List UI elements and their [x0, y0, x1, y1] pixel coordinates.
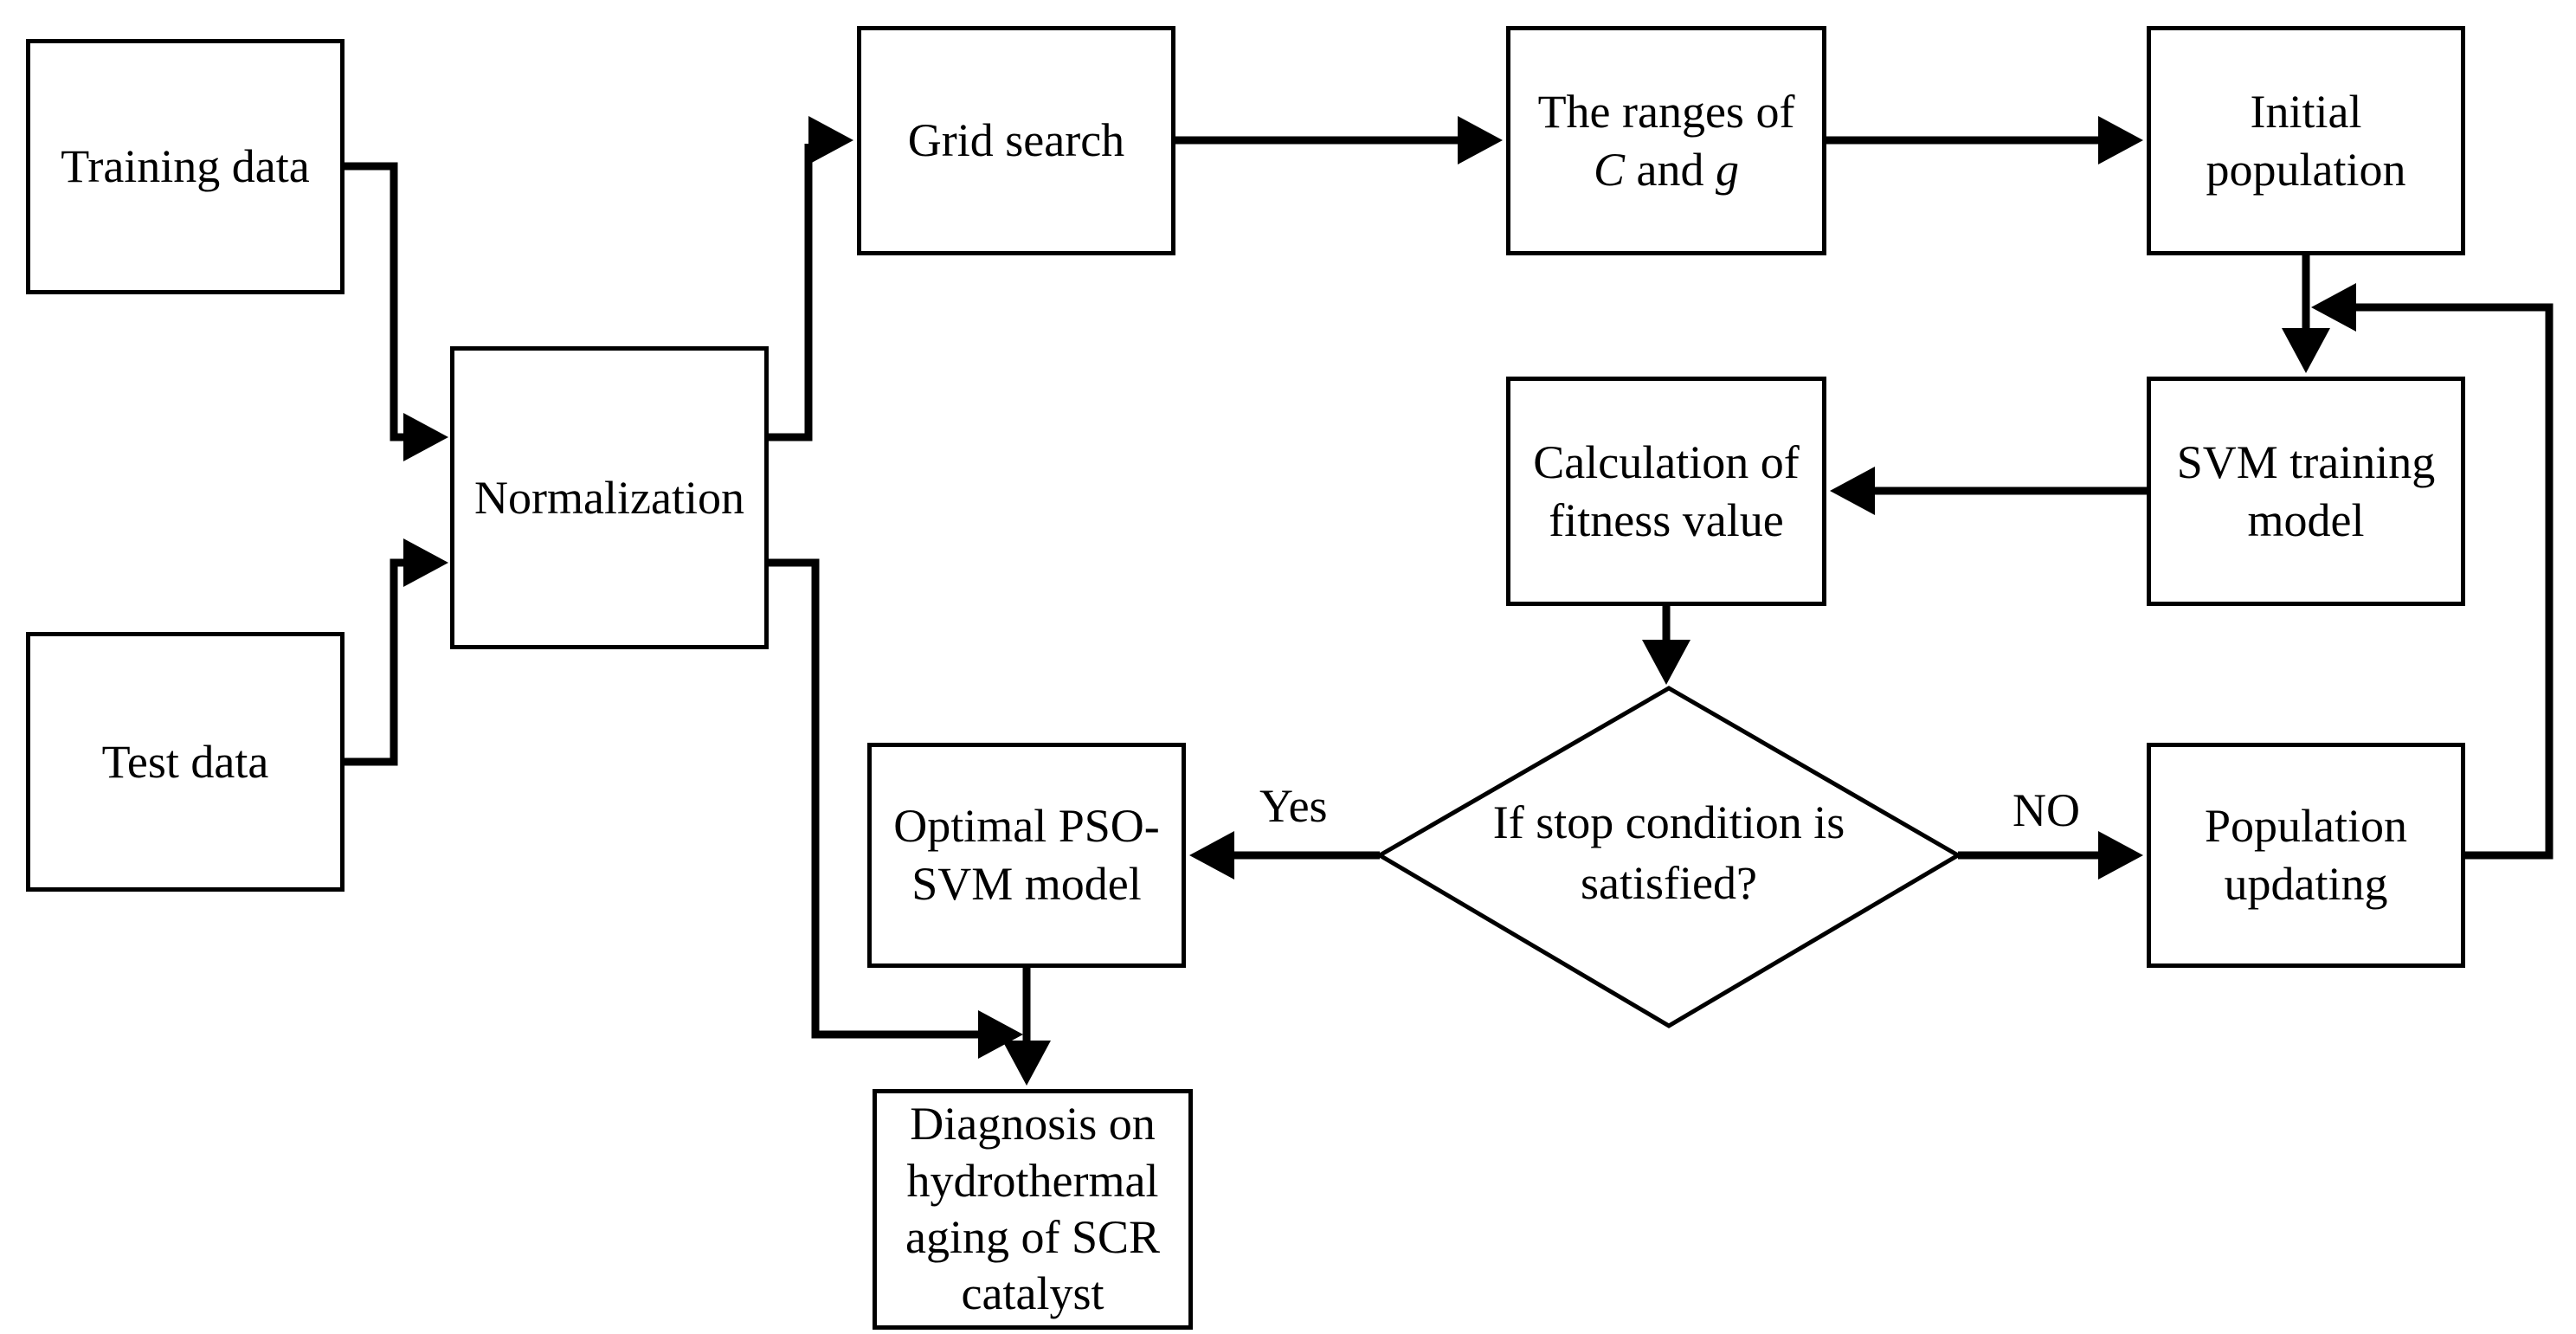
node-label-line2: hydrothermal — [906, 1154, 1159, 1207]
arrowhead — [2311, 283, 2356, 332]
node-label-line2: C and g — [1594, 141, 1739, 199]
arrowhead — [1642, 640, 1690, 685]
connector-grid-search-to-ranges — [1175, 116, 1503, 164]
arrowhead — [978, 1010, 1023, 1059]
node-label: Training data — [61, 140, 310, 193]
node-ranges-of-c-and-g: The ranges of C and g — [1506, 26, 1826, 255]
connector-training-to-normalization — [345, 162, 448, 461]
and-text: and — [1625, 143, 1716, 196]
connector-optimal-to-diagnosis — [1002, 968, 1051, 1086]
connector-fitness-to-decision — [1642, 606, 1690, 685]
arrowhead — [2282, 328, 2330, 373]
arrowhead — [808, 116, 853, 164]
arrowhead — [403, 413, 448, 461]
connector-ranges-to-initial-population — [1826, 116, 2143, 164]
node-population-updating: Population updating — [2147, 743, 2465, 968]
node-normalization: Normalization — [450, 346, 769, 649]
arrowhead — [1189, 831, 1234, 880]
node-label-line2: fitness value — [1549, 493, 1784, 546]
node-initial-population: Initial population — [2147, 26, 2465, 255]
node-label: Test data — [101, 735, 269, 788]
node-training-data: Training data — [26, 39, 345, 294]
connector-decision-no-to-population-updating — [1958, 831, 2143, 880]
italic-c: C — [1594, 143, 1626, 196]
yes-branch-label: Yes — [1259, 780, 1328, 832]
node-test-data: Test data — [26, 632, 345, 892]
node-label-line2: satisfied? — [1581, 857, 1757, 909]
arrowhead — [1002, 1041, 1051, 1086]
node-decision-stop-condition: If stop condition is satisfied? — [1380, 783, 1958, 922]
arrowhead — [1830, 467, 1875, 515]
node-label: Grid search — [907, 114, 1125, 167]
node-label-line1: The ranges of — [1537, 85, 1795, 138]
node-label-line1: If stop condition is — [1492, 796, 1845, 848]
node-label-line1: Diagnosis on — [910, 1098, 1156, 1150]
arrowhead — [1458, 116, 1503, 164]
connector-initial-population-to-svm-training — [2282, 255, 2330, 373]
arrowhead — [2098, 831, 2143, 880]
node-label-line4: catalyst — [961, 1267, 1104, 1320]
connector-normalization-to-diagnosis-junction — [769, 558, 1023, 1059]
node-grid-search: Grid search — [857, 26, 1175, 255]
node-label-line1: Initial — [2250, 85, 2362, 138]
node-svm-training-model: SVM training model — [2147, 377, 2465, 606]
node-label: Normalization — [474, 471, 744, 524]
connector-svm-training-to-fitness — [1830, 467, 2147, 515]
node-label-line2: SVM model — [911, 858, 1142, 910]
connector-normalization-to-grid-search — [769, 116, 853, 441]
connector-population-updating-feedback-loop — [2311, 283, 2553, 860]
italic-g: g — [1716, 143, 1739, 196]
node-label-line1: SVM training — [2176, 435, 2436, 488]
node-label-line1: Calculation of — [1533, 435, 1800, 488]
decision-diamond-shape — [1375, 686, 1962, 1028]
node-label-line1: Optimal PSO- — [893, 800, 1160, 853]
node-label-line3: aging of SCR — [905, 1211, 1161, 1263]
node-diagnosis: Diagnosis on hydrothermal aging of SCR c… — [873, 1089, 1193, 1330]
connector-decision-yes-to-optimal — [1189, 831, 1380, 880]
node-label-line2: updating — [2224, 858, 2388, 910]
arrowhead — [2098, 116, 2143, 164]
connector-test-to-normalization — [345, 538, 448, 766]
node-fitness-calculation: Calculation of fitness value — [1506, 377, 1826, 606]
no-branch-label: NO — [2012, 784, 2080, 836]
node-label-line2: model — [2247, 493, 2365, 546]
node-optimal-pso-svm-model: Optimal PSO- SVM model — [867, 743, 1186, 968]
node-label-line1: Population — [2204, 800, 2407, 853]
arrowhead — [403, 538, 448, 587]
node-label-line2: population — [2206, 143, 2406, 196]
